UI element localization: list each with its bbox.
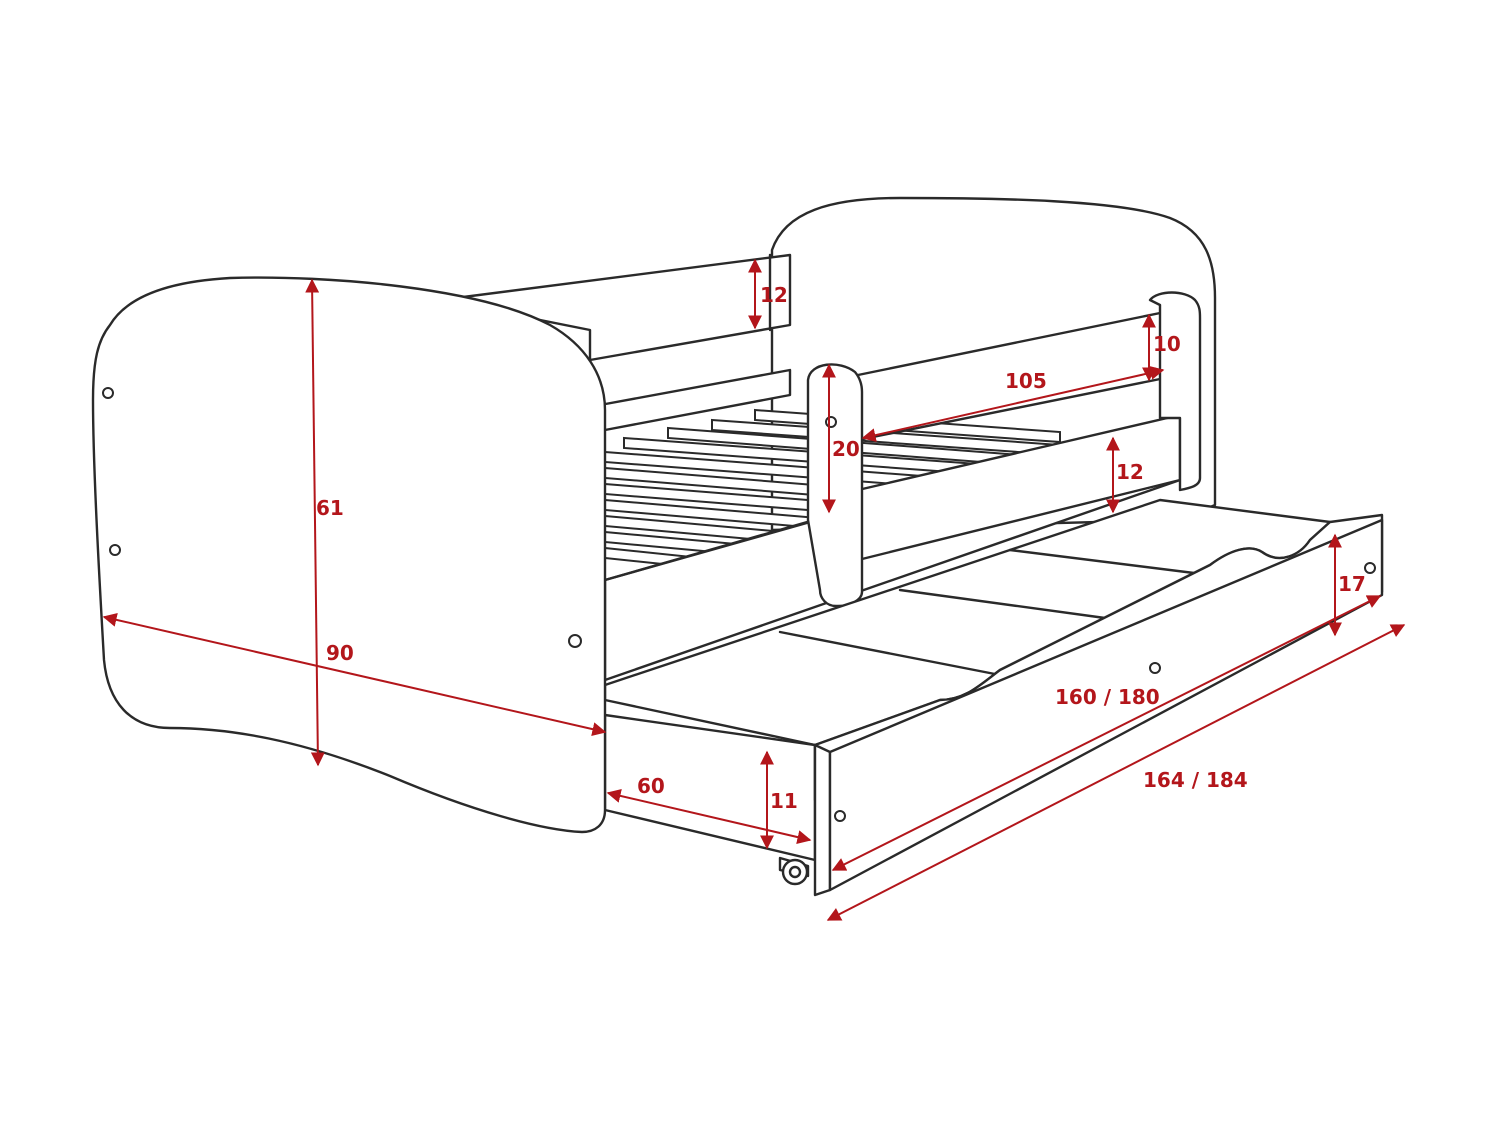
rail-bolt-hole — [825, 416, 837, 428]
drawer-bolt-hole-right — [1364, 562, 1376, 574]
label-drawer-front-height: 17 — [1338, 572, 1366, 596]
label-foot-height: 61 — [316, 496, 344, 520]
footboard-hole-mid — [109, 544, 121, 556]
label-bed-width: 90 — [326, 641, 354, 665]
back-rail-top — [438, 253, 792, 362]
safety-rail-right-post — [1148, 291, 1202, 492]
footboard-hole-bottom — [568, 634, 582, 648]
dimension-lines — [102, 258, 1406, 921]
label-rail-front-low: 12 — [1116, 460, 1144, 484]
label-drawer-depth: 60 — [637, 774, 665, 798]
drawer-handle-hole — [1149, 662, 1161, 674]
footboard-hole-top — [102, 387, 114, 399]
drawer-bolt-hole-left — [834, 810, 846, 822]
label-drawer-length: 160 / 180 — [1055, 685, 1160, 709]
safety-rail-left-post — [806, 363, 864, 608]
castor-wheel — [778, 856, 810, 886]
footboard — [91, 276, 607, 834]
label-rail-front-top: 10 — [1153, 332, 1181, 356]
label-total-length: 164 / 184 — [1143, 768, 1248, 792]
label-drawer-height: 11 — [770, 789, 798, 813]
label-rail-back-top: 12 — [760, 283, 788, 307]
label-rail-post: 20 — [832, 437, 860, 461]
label-rail-length: 105 — [1005, 369, 1047, 393]
drawer-front-panel — [813, 743, 832, 897]
